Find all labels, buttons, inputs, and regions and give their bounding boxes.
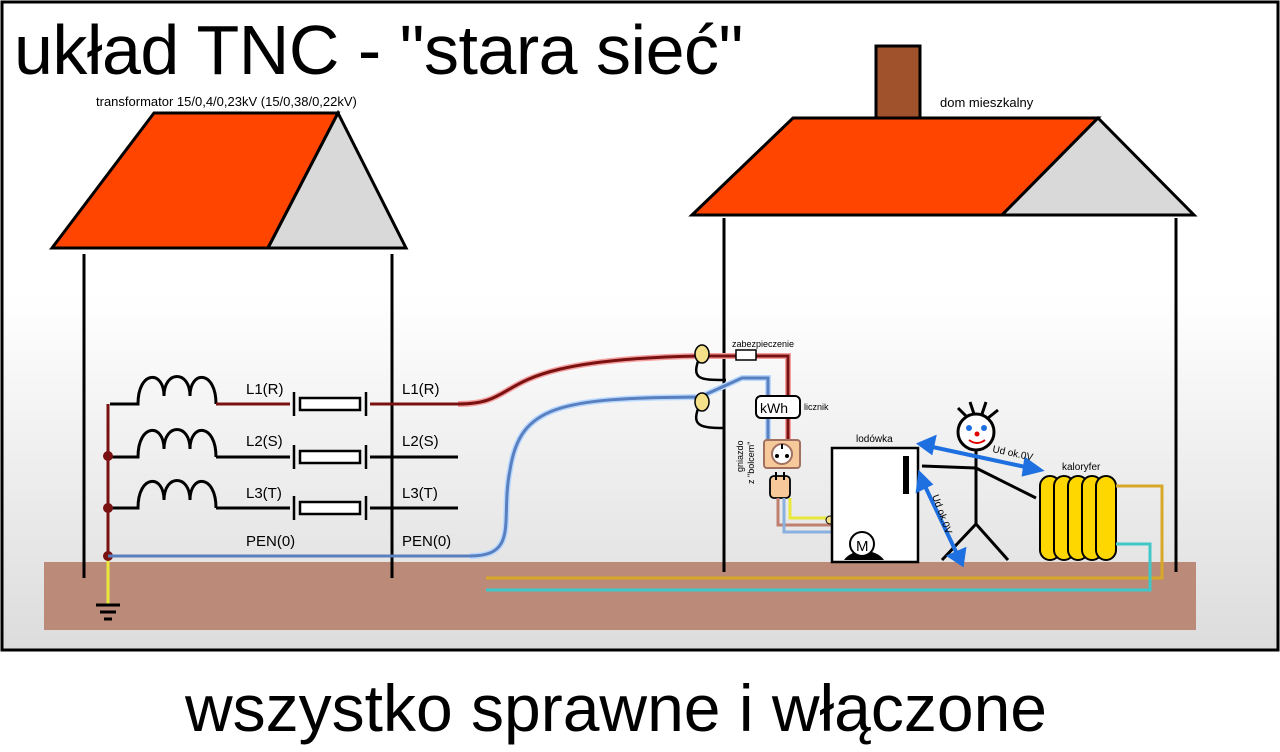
transformer-roof-side xyxy=(265,109,409,250)
phase-lines xyxy=(108,402,470,558)
label-pen-left: PEN(0) xyxy=(246,533,295,550)
person-face xyxy=(966,425,987,444)
label-l1-left: L1(R) xyxy=(246,381,284,398)
radiator xyxy=(1039,475,1117,561)
person-leg-right xyxy=(974,523,1010,561)
cyan-pipe xyxy=(486,542,1152,592)
person-arm-right xyxy=(975,466,1037,500)
page-caption: wszystko sprawne i włączone xyxy=(185,671,1047,745)
pen-service-cable xyxy=(469,376,770,558)
winding-l3 xyxy=(110,479,218,510)
label-l1-right: L1(R) xyxy=(402,381,440,398)
insulator-top xyxy=(694,344,710,364)
house xyxy=(688,44,1198,572)
meter-label: licznik xyxy=(804,402,829,412)
voltage-arrows xyxy=(915,434,1045,568)
house-label: dom mieszkalny xyxy=(940,95,1034,110)
meter-unit: kWh xyxy=(760,400,788,416)
voltage-arrow-feet xyxy=(922,483,960,557)
person-arm-left xyxy=(921,464,977,470)
arrowhead-feet-a xyxy=(915,469,934,494)
cord-neutral xyxy=(782,498,852,534)
transformer-label: transformator 15/0,4/0,23kV (15/0,38/0,2… xyxy=(96,94,357,109)
arrowhead-feet-b xyxy=(945,546,967,568)
motor-label: M xyxy=(856,538,869,555)
person-leg-left xyxy=(940,522,978,562)
arrowhead-hand-b xyxy=(1021,456,1045,477)
fuse-l2 xyxy=(292,445,368,469)
label-l3-right: L3(T) xyxy=(402,485,438,502)
label-l2-right: L2(S) xyxy=(402,433,439,450)
plug xyxy=(769,472,791,499)
earth-symbol xyxy=(96,603,120,621)
chimney xyxy=(874,44,922,122)
transformer-windings xyxy=(110,375,218,510)
winding-l1 xyxy=(110,375,218,406)
transformer-fuses xyxy=(292,392,368,520)
label-l3-left: L3(T) xyxy=(246,485,282,502)
fridge-body xyxy=(830,446,920,564)
fridge-label: lodówka xyxy=(856,434,893,445)
socket-label-line2: z "bolcem" xyxy=(746,442,756,484)
house-fuse xyxy=(735,349,757,361)
voltage-arrow-hand xyxy=(927,444,1031,470)
label-l2-left: L2(S) xyxy=(246,433,283,450)
socket xyxy=(763,439,801,469)
kwh-meter xyxy=(755,395,801,419)
fuse-l1 xyxy=(292,392,368,416)
fridge xyxy=(830,446,920,564)
l1-service-cable xyxy=(457,354,790,448)
page-title: układ TNC - "stara sieć" xyxy=(14,11,743,89)
house-roof-side xyxy=(998,115,1198,217)
gold-pipe xyxy=(486,484,1164,580)
bus-node-l3 xyxy=(103,503,113,513)
motor xyxy=(849,531,875,557)
label-pen-right: PEN(0) xyxy=(402,533,451,550)
fuse-label: zabezpieczenie xyxy=(732,339,794,349)
radiator-label: kaloryfer xyxy=(1062,462,1101,473)
transformer-station xyxy=(48,109,409,578)
arrowhead-hand-a xyxy=(915,434,937,456)
ground xyxy=(44,562,1196,630)
socket-label-line1: gniazdo xyxy=(735,440,745,472)
winding-l2 xyxy=(110,428,218,459)
bus-node-l2 xyxy=(103,451,113,461)
insulator-bottom xyxy=(694,392,710,412)
fuse-l3 xyxy=(292,496,368,520)
service-insulators xyxy=(694,344,727,430)
